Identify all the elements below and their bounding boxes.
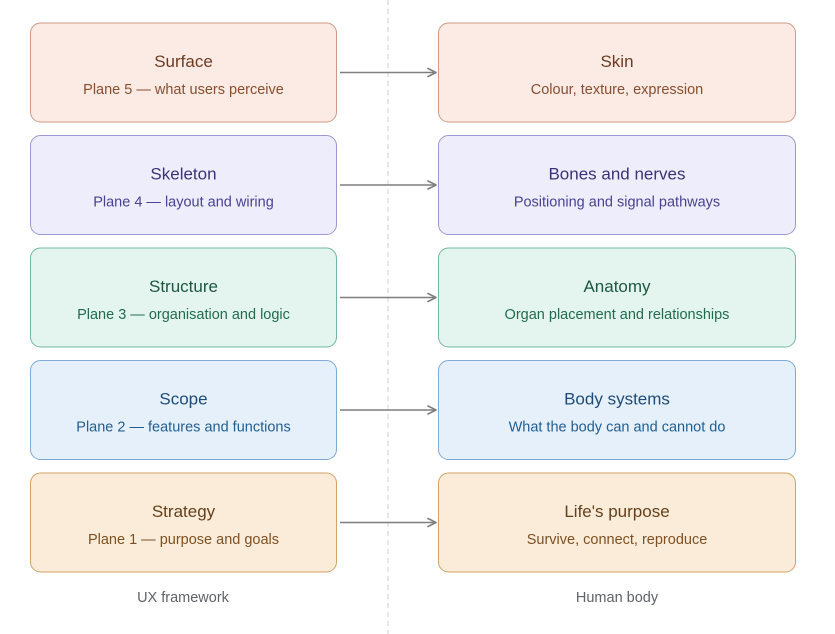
ux-plane-subtitle: Plane 5 — what users perceive	[83, 82, 284, 98]
body-analogy-subtitle: Positioning and signal pathways	[514, 195, 720, 211]
body-analogy-box	[438, 22, 796, 123]
ux-plane-box	[30, 360, 337, 460]
body-analogy-title: Life's purpose	[564, 502, 669, 521]
ux-plane-box	[30, 247, 337, 348]
ux-plane-subtitle: Plane 3 — organisation and logic	[77, 307, 290, 323]
ux-plane-box	[30, 135, 337, 235]
left-column-label: UX framework	[137, 590, 230, 606]
ux-plane-box	[30, 472, 337, 573]
ux-plane-title: Surface	[154, 52, 213, 71]
ux-plane-box	[30, 22, 337, 123]
ux-plane-subtitle: Plane 2 — features and functions	[76, 420, 290, 436]
body-analogy-box	[438, 472, 796, 573]
ux-plane-subtitle: Plane 1 — purpose and goals	[88, 532, 279, 548]
ux-plane-title: Structure	[149, 277, 218, 296]
body-analogy-title: Anatomy	[583, 277, 651, 296]
body-analogy-box	[438, 247, 796, 348]
body-analogy-subtitle: Organ placement and relationships	[505, 307, 730, 323]
body-analogy-subtitle: Survive, connect, reproduce	[527, 532, 708, 548]
body-analogy-title: Body systems	[564, 390, 670, 409]
body-analogy-box	[438, 135, 796, 235]
ux-plane-title: Skeleton	[150, 165, 216, 184]
ux-plane-subtitle: Plane 4 — layout and wiring	[93, 195, 274, 211]
body-analogy-box	[438, 360, 796, 460]
body-analogy-title: Bones and nerves	[548, 165, 685, 184]
body-analogy-title: Skin	[600, 52, 633, 71]
ux-plane-title: Strategy	[152, 502, 216, 521]
body-analogy-subtitle: Colour, texture, expression	[531, 82, 703, 98]
right-column-label: Human body	[576, 590, 659, 606]
body-analogy-subtitle: What the body can and cannot do	[509, 420, 726, 436]
ux-plane-title: Scope	[159, 390, 207, 409]
